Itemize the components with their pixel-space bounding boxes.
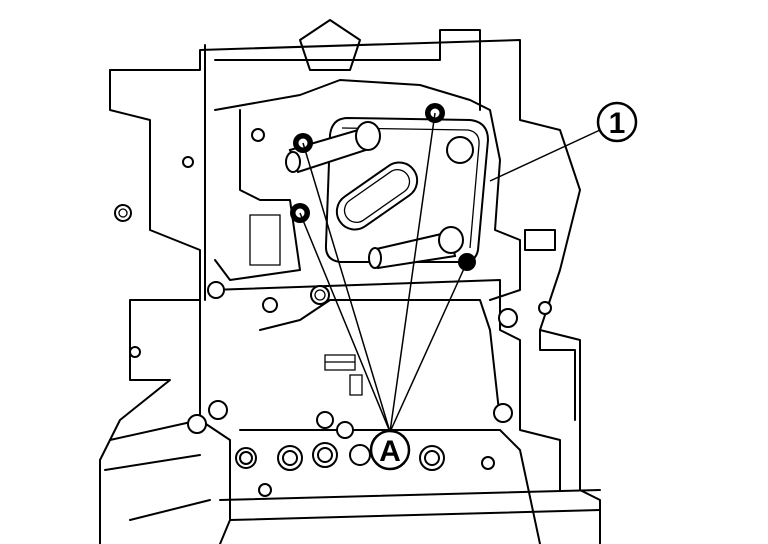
- leader-lines: [299, 112, 601, 433]
- callout-a: A: [369, 429, 411, 471]
- callout-1: 1: [596, 101, 638, 143]
- engine-block-outline: [99, 19, 601, 544]
- oil-cooler: [285, 116, 490, 270]
- callout-1-label: 1: [609, 107, 626, 140]
- bolt-holes: [114, 128, 552, 497]
- callout-a-label: A: [379, 435, 401, 468]
